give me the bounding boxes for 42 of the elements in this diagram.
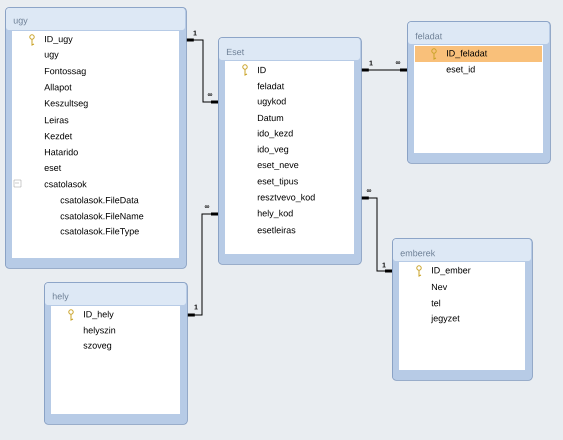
field-name: Nev: [432, 284, 448, 290]
field-name: ID_hely: [68, 309, 114, 320]
relationship-line: [362, 68, 407, 72]
field-name: Fontossag: [44, 68, 86, 76]
field-name: hely_kod: [258, 210, 293, 218]
field-name: eset_id: [446, 66, 475, 74]
field-name: feladat: [257, 82, 284, 90]
table-title: ugy: [14, 18, 28, 26]
field-name: eset_neve: [258, 162, 298, 170]
field-name: Datum: [258, 114, 284, 122]
field-name: ID: [242, 64, 266, 76]
field-name: jegyzet: [430, 314, 460, 324]
field-name: ido_veg: [258, 146, 288, 154]
field-name: Hatarido: [44, 148, 78, 156]
field-name: csatolasok.FileData: [60, 196, 139, 204]
relationship-line: [186, 38, 218, 104]
field-name: Kezdet: [44, 132, 72, 140]
field-name: Leiras: [44, 116, 68, 124]
field-name: tel: [431, 300, 440, 306]
field-name: eset_tipus: [258, 178, 298, 186]
field-name: szoveg: [83, 344, 112, 350]
field-name: Keszultseg: [44, 100, 88, 108]
field-name: ugykod: [258, 98, 286, 106]
field-name: ugy: [44, 52, 59, 60]
field-name: helyszin: [84, 326, 116, 336]
field-name: csatolasok.FileType: [60, 228, 139, 236]
field-name: ID_ugy: [29, 34, 73, 46]
relationship-line: [362, 196, 392, 272]
selected-row: ID_feladat: [415, 46, 542, 62]
field-name: csatolasok.FileName: [60, 212, 144, 220]
field-name: Allapot: [44, 84, 72, 92]
relationship-line: [188, 212, 218, 316]
field-name: eset: [44, 165, 62, 171]
field-name: ido_kezd: [258, 130, 293, 138]
field-name: esetleiras: [258, 226, 296, 234]
field-name: resztvevo_kod: [258, 194, 315, 202]
field-name: csatolasok: [14, 180, 87, 188]
field-name: ID_ember: [416, 265, 471, 276]
table-title: emberek: [400, 250, 436, 256]
table-title: Eset: [226, 48, 244, 56]
table-title: hely: [52, 292, 69, 302]
table-title: feladat: [415, 32, 442, 40]
